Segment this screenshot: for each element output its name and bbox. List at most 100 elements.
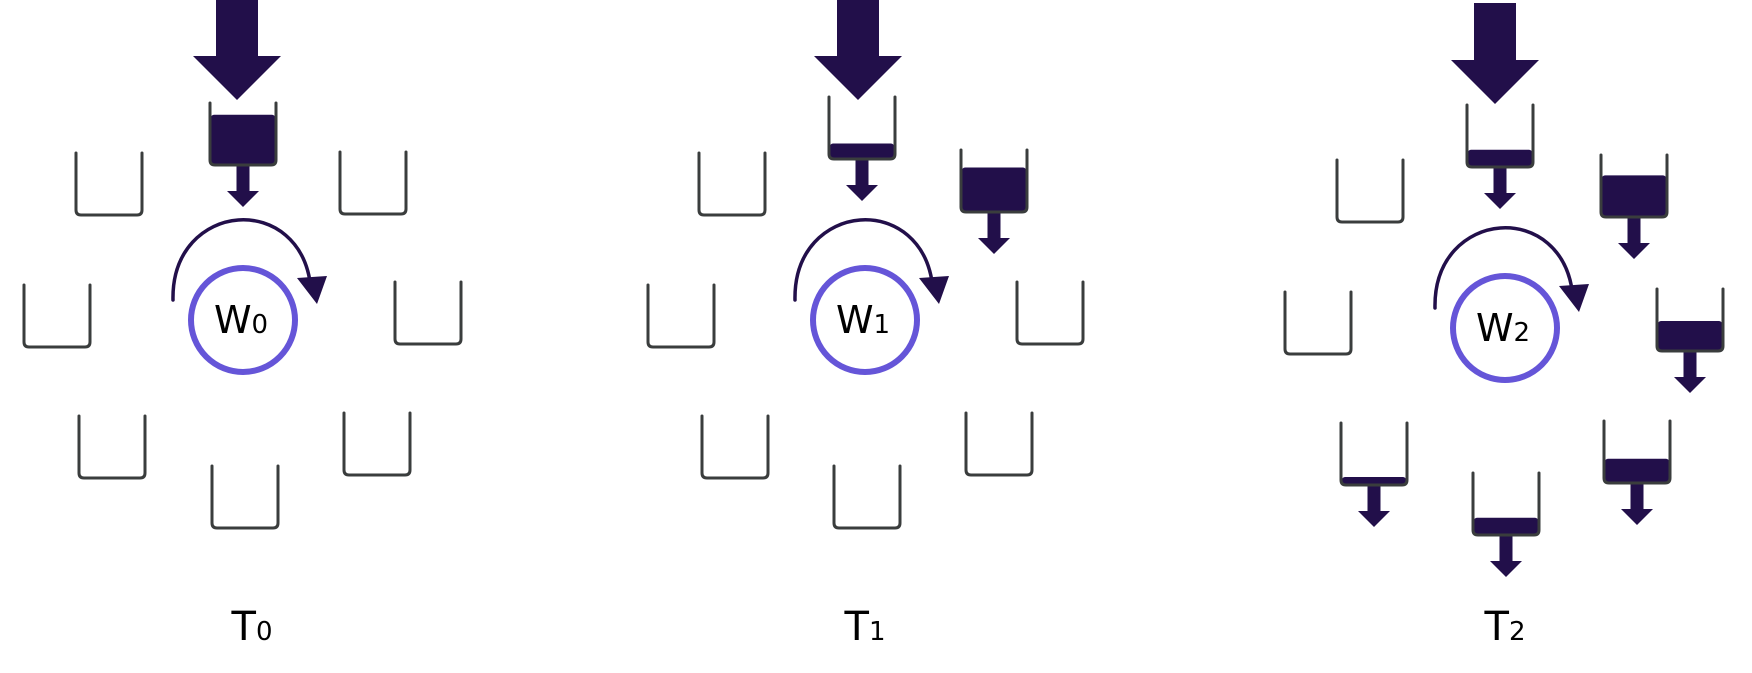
worker-circle	[188, 265, 298, 375]
time-label-main: T	[231, 604, 257, 650]
bucket-outline	[697, 151, 767, 217]
time-label: T0	[231, 604, 273, 650]
bucket-outline	[1283, 290, 1353, 356]
bucket-fill	[1342, 477, 1406, 484]
outflow-arrow-icon	[1674, 349, 1706, 393]
bucket-bottom-right	[342, 411, 412, 477]
bucket-outline	[210, 464, 280, 530]
bucket-fill	[1468, 149, 1532, 166]
worker-label-main: W	[1476, 306, 1514, 350]
outflow-arrow-icon	[846, 157, 878, 201]
bucket-left	[646, 283, 716, 349]
outflow-arrow-icon	[227, 163, 259, 207]
outflow-arrow-icon	[1618, 215, 1650, 259]
bucket-outline	[208, 101, 278, 167]
bucket-bottom-left	[77, 414, 147, 480]
bucket-fill	[830, 143, 894, 158]
bucket-outline	[1335, 158, 1405, 224]
bucket-bottom-left	[700, 414, 770, 480]
outflow-arrow-icon	[1484, 165, 1516, 209]
worker-label: W0	[214, 298, 268, 342]
bucket-top	[208, 101, 278, 207]
bucket-top-left	[1335, 158, 1405, 224]
bucket-bottom-right	[964, 411, 1034, 477]
bucket-fill	[211, 114, 275, 164]
bucket-outline	[646, 283, 716, 349]
bucket-top	[1465, 103, 1535, 209]
rotation-arrow-icon	[1433, 226, 1575, 310]
bucket-top-right	[1599, 153, 1669, 259]
bucket-fill	[1658, 321, 1722, 350]
time-label-main: T	[1484, 604, 1510, 650]
time-label-sub: 0	[256, 617, 273, 647]
bucket-fill	[1602, 175, 1666, 216]
worker-label: W2	[1476, 306, 1530, 350]
input-arrow-icon	[193, 0, 281, 100]
bucket-top-left	[74, 151, 144, 217]
bucket-top-right	[959, 148, 1029, 254]
bucket-right	[393, 280, 463, 346]
bucket-outline	[77, 414, 147, 480]
bucket-outline	[827, 95, 897, 161]
input-arrow-icon	[814, 0, 902, 100]
bucket-bottom	[832, 464, 902, 530]
worker-circle	[810, 265, 920, 375]
rotation-arrowhead-icon	[1559, 284, 1589, 312]
bucket-outline	[1655, 287, 1725, 353]
bucket-left	[22, 283, 92, 349]
bucket-outline	[832, 464, 902, 530]
bucket-outline	[74, 151, 144, 217]
bucket-top	[827, 95, 897, 201]
bucket-left	[1283, 290, 1353, 356]
worker-label-main: W	[214, 298, 252, 342]
bucket-outline	[959, 148, 1029, 214]
bucket-top-left	[697, 151, 767, 217]
worker-label: W1	[836, 298, 890, 342]
worker-label-sub: 0	[252, 310, 269, 340]
bucket-fill	[1474, 517, 1538, 534]
rotation-arrowhead-icon	[297, 276, 327, 304]
bucket-top-right	[338, 150, 408, 216]
bucket-outline	[1015, 280, 1085, 346]
worker-label-sub: 1	[874, 310, 891, 340]
bucket-outline	[700, 414, 770, 480]
bucket-outline	[1465, 103, 1535, 169]
outflow-arrow-icon	[1621, 481, 1653, 525]
bucket-fill	[962, 167, 1026, 211]
bucket-outline	[1602, 419, 1672, 485]
bucket-right	[1655, 287, 1725, 393]
worker-circle	[1450, 273, 1560, 383]
input-arrow-icon	[1451, 3, 1539, 104]
outflow-arrow-icon	[1490, 533, 1522, 577]
bucket-outline	[964, 411, 1034, 477]
bucket-outline	[1471, 471, 1541, 537]
bucket-bottom	[210, 464, 280, 530]
bucket-outline	[1599, 153, 1669, 219]
worker-label-sub: 2	[1514, 318, 1531, 348]
outflow-arrow-icon	[1358, 483, 1390, 527]
bucket-fill	[1605, 458, 1669, 482]
bucket-outline	[1339, 421, 1409, 487]
rotation-arrow-icon	[793, 218, 935, 302]
time-label: T2	[1484, 604, 1526, 650]
rotation-arrowhead-icon	[919, 276, 949, 304]
time-label-main: T	[844, 604, 870, 650]
rotation-arrow-icon	[171, 218, 313, 302]
worker-label-main: W	[836, 298, 874, 342]
bucket-outline	[342, 411, 412, 477]
bucket-bottom-left	[1339, 421, 1409, 527]
bucket-outline	[22, 283, 92, 349]
outflow-arrow-icon	[978, 210, 1010, 254]
bucket-bottom-right	[1602, 419, 1672, 525]
bucket-outline	[393, 280, 463, 346]
time-label-sub: 2	[1509, 617, 1526, 647]
time-label: T1	[844, 604, 886, 650]
bucket-right	[1015, 280, 1085, 346]
bucket-outline	[338, 150, 408, 216]
time-label-sub: 1	[869, 617, 886, 647]
bucket-bottom	[1471, 471, 1541, 577]
